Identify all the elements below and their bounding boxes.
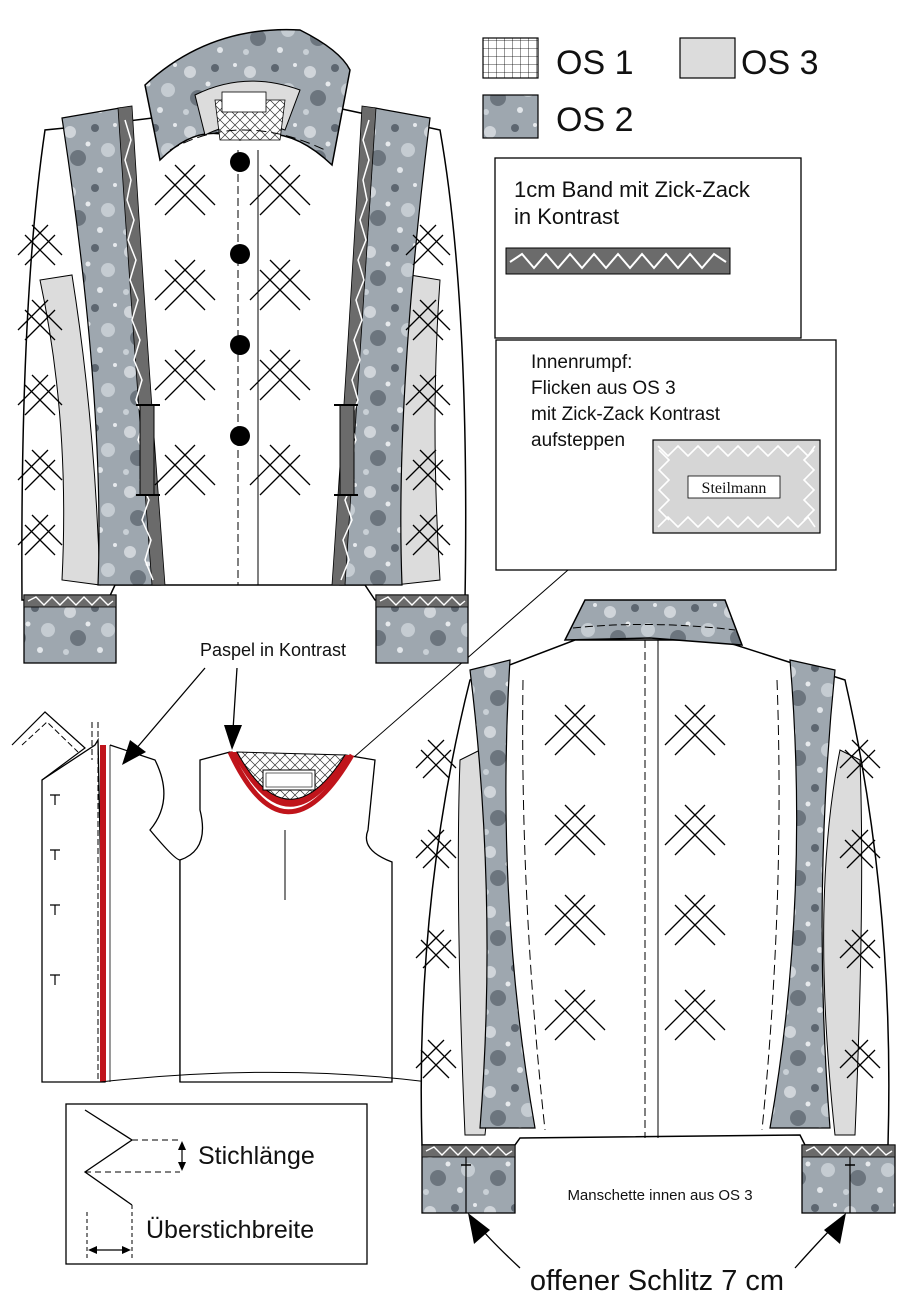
- legend-os2: OS 2: [482, 94, 633, 139]
- zigzag-band-icon: [505, 247, 731, 275]
- legend: OS 1 OS 3 OS 2: [482, 37, 818, 139]
- grid-swatch-icon: [482, 37, 539, 79]
- stitch-length-label: Stichlänge: [198, 1142, 315, 1170]
- slit-arrows: [468, 1213, 846, 1269]
- back-left-panel: [469, 659, 536, 1129]
- os1-cross-marks-back: [415, 704, 881, 1079]
- button-3-icon: [230, 335, 250, 355]
- flat-back-pattern: [179, 750, 393, 1083]
- brand-label-text: Steilmann: [702, 480, 767, 497]
- stitch-legend-box: Stichlänge Überstichbreite: [65, 1103, 368, 1265]
- patch-swatch: Steilmann: [652, 439, 821, 534]
- legend-os3: OS 3: [679, 37, 818, 82]
- band-note-line1: 1cm Band mit Zick-Zack: [514, 177, 751, 202]
- front-neck-label-icon: [221, 91, 267, 113]
- legend-os1-label: OS 1: [556, 44, 633, 82]
- arrow-head-icon: [224, 725, 242, 750]
- back-neck-piping-red: [227, 750, 355, 815]
- patch-note-line4: aufsteppen: [531, 430, 625, 451]
- patch-note-line3: mit Zick-Zack Kontrast: [531, 404, 721, 425]
- os1-cross-marks-front: [17, 164, 451, 556]
- piping-label: Paspel in Kontrast: [200, 640, 346, 660]
- legend-os2-label: OS 2: [556, 101, 633, 139]
- stitch-width-label: Überstichbreite: [146, 1216, 314, 1244]
- patch-leader-line: [344, 569, 569, 766]
- plain-swatch-icon: [679, 37, 736, 79]
- front-jacket: [17, 28, 469, 664]
- back-neck-label-icon: [262, 769, 316, 791]
- back-right-cuff: [801, 1144, 896, 1214]
- button-4-icon: [230, 426, 250, 446]
- arrow-head-icon: [824, 1213, 846, 1244]
- arrow-head-icon: [468, 1213, 490, 1244]
- patch-note-line2: Flicken aus OS 3: [531, 378, 676, 399]
- button-2-icon: [230, 244, 250, 264]
- front-buttons: [230, 152, 250, 446]
- band-note-line2: in Kontrast: [514, 204, 619, 229]
- slit-label: offener Schlitz 7 cm: [530, 1265, 784, 1297]
- back-left-cuff: [421, 1144, 516, 1214]
- cuff-inner-label: Manschette innen aus OS 3: [567, 1187, 752, 1204]
- button-1-icon: [230, 152, 250, 172]
- back-jacket: [415, 599, 896, 1214]
- piping-arrows: [122, 667, 242, 765]
- band-note-box: 1cm Band mit Zick-Zack in Kontrast: [494, 157, 802, 339]
- flat-front-pattern: [11, 711, 181, 1083]
- patch-note-line1: Innenrumpf:: [531, 352, 632, 373]
- back-collar: [563, 599, 744, 646]
- legend-os1: OS 1: [482, 37, 633, 82]
- back-right-panel: [769, 659, 836, 1129]
- dots-swatch-icon: [482, 94, 539, 139]
- legend-os3-label: OS 3: [741, 44, 818, 82]
- patch-note-box: Innenrumpf: Flicken aus OS 3 mit Zick-Za…: [495, 339, 837, 571]
